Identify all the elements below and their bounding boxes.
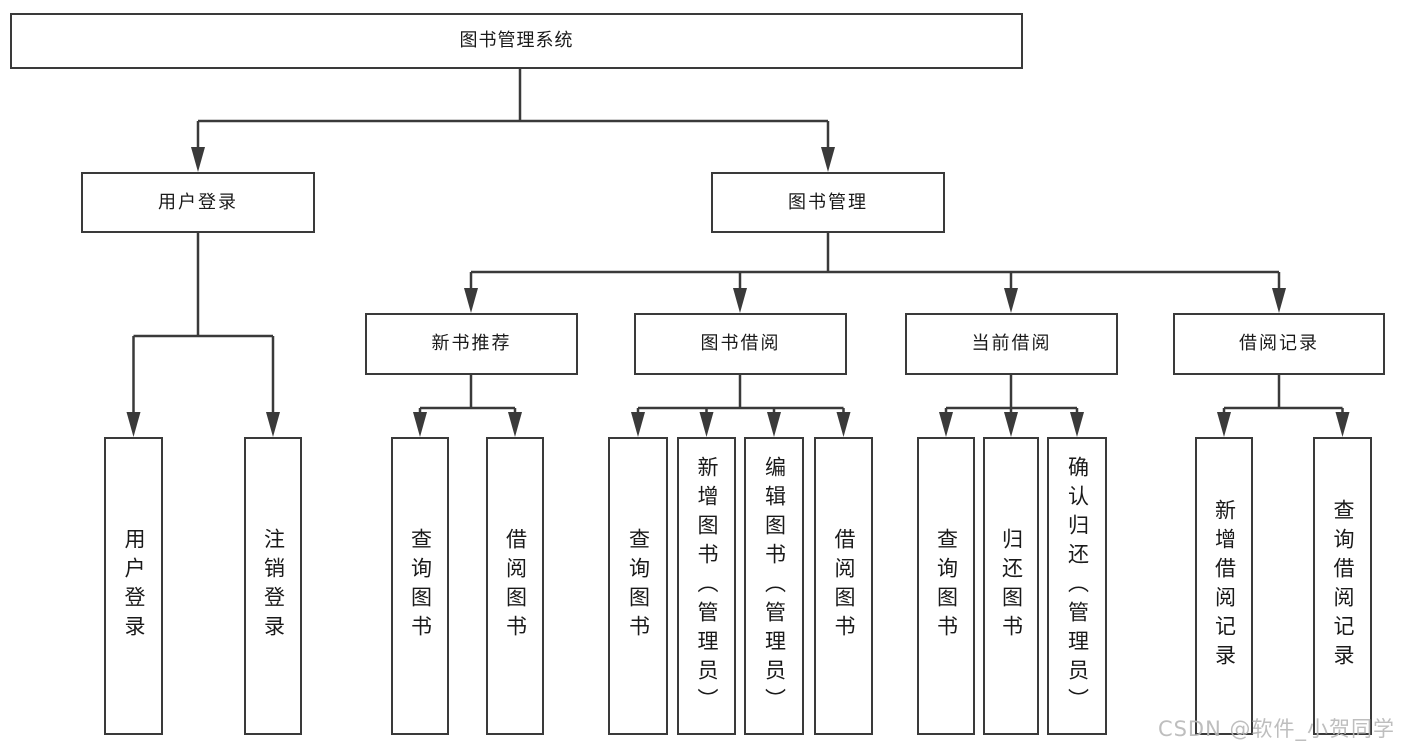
node-label: 借阅记录 bbox=[1239, 333, 1319, 354]
node-label: 用户登录 bbox=[122, 528, 146, 644]
node-new-book-recommend: 新书推荐 bbox=[365, 313, 578, 375]
leaf-borrow-books: 借阅图书 bbox=[814, 437, 873, 735]
node-label: 图书管理 bbox=[788, 191, 868, 213]
leaf-query-books: 查询图书 bbox=[917, 437, 975, 735]
arrowheads bbox=[126, 147, 1350, 437]
leaf-query-borrow-record: 查询借阅记录 bbox=[1313, 437, 1372, 735]
node-label: 当前借阅 bbox=[971, 333, 1052, 354]
node-label: 借阅图书 bbox=[503, 528, 528, 644]
node-label: 图书借阅 bbox=[700, 333, 781, 354]
leaf-return-book: 归还图书 bbox=[983, 437, 1039, 735]
node-label: 新增借阅记录 bbox=[1212, 499, 1237, 673]
node-library-management-system: 图书管理系统 bbox=[10, 13, 1023, 69]
node-label: 新书推荐 bbox=[431, 333, 512, 354]
node-borrow-records: 借阅记录 bbox=[1173, 313, 1385, 375]
csdn-watermark: CSDN @软件_小贺同学 bbox=[1157, 717, 1395, 741]
node-label: 查询借阅记录 bbox=[1331, 499, 1355, 673]
node-current-borrow: 当前借阅 bbox=[905, 313, 1118, 375]
node-label: 查询图书 bbox=[626, 528, 651, 644]
node-label: 查询图书 bbox=[934, 528, 959, 644]
leaf-user-login: 用户登录 bbox=[104, 437, 163, 735]
node-label: 确认归还（管理员） bbox=[1065, 455, 1090, 717]
node-label: 归还图书 bbox=[999, 528, 1024, 644]
leaf-logout: 注销登录 bbox=[244, 437, 302, 735]
node-label: 图书管理系统 bbox=[459, 30, 574, 51]
node-label: 用户登录 bbox=[158, 191, 238, 213]
node-book-management: 图书管理 bbox=[711, 172, 945, 233]
leaf-add-borrow-record: 新增借阅记录 bbox=[1195, 437, 1253, 735]
node-book-borrow: 图书借阅 bbox=[634, 313, 847, 375]
node-user-login: 用户登录 bbox=[81, 172, 315, 233]
node-label: 注销登录 bbox=[261, 528, 286, 644]
leaf-add-book-admin: 新增图书（管理员） bbox=[677, 437, 736, 735]
node-label: 新增图书（管理员） bbox=[695, 455, 719, 717]
leaf-edit-book-admin: 编辑图书（管理员） bbox=[744, 437, 804, 735]
node-label: 借阅图书 bbox=[832, 528, 856, 644]
leaf-query-books: 查询图书 bbox=[391, 437, 449, 735]
leaf-borrow-books: 借阅图书 bbox=[486, 437, 544, 735]
leaf-confirm-return-admin: 确认归还（管理员） bbox=[1047, 437, 1107, 735]
node-label: 查询图书 bbox=[408, 528, 433, 644]
leaf-query-books: 查询图书 bbox=[608, 437, 668, 735]
node-label: 编辑图书（管理员） bbox=[762, 455, 787, 717]
